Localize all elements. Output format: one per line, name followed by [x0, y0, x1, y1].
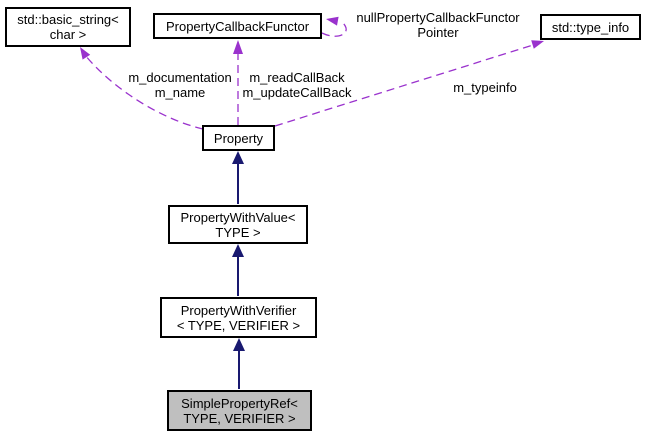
- edge-inheritance-pwvalue-property: [232, 151, 244, 204]
- arrowhead-usage-typeinfo: [531, 40, 544, 49]
- node-std-basic-string[interactable]: std::basic_string< char >: [5, 7, 131, 47]
- edge-usage-documentation: [84, 54, 204, 130]
- edge-inheritance-pwverifier-pwvalue: [232, 244, 244, 296]
- node-property-with-value[interactable]: PropertyWithValue< TYPE >: [168, 205, 308, 244]
- node-property-with-verifier[interactable]: PropertyWithVerifier < TYPE, VERIFIER >: [160, 297, 317, 338]
- arrowhead-inheritance-1: [232, 151, 244, 164]
- edge-label-typeinfo: m_typeinfo: [453, 80, 517, 95]
- node-property-callback-functor[interactable]: PropertyCallbackFunctor: [153, 13, 322, 39]
- arrowhead-inheritance-3: [233, 338, 245, 351]
- edge-label-null-callback-pointer: nullPropertyCallbackFunctor Pointer: [356, 10, 520, 40]
- arrowhead-usage-callbacks: [233, 40, 243, 54]
- edge-inheritance-simpleref-pwverifier: [233, 338, 245, 389]
- edge-label-read-update-callbacks: m_readCallBack m_updateCallBack: [242, 70, 352, 100]
- node-simple-property-ref-focus: SimplePropertyRef< TYPE, VERIFIER >: [167, 390, 312, 431]
- arrowhead-inheritance-2: [232, 244, 244, 257]
- node-property[interactable]: Property: [202, 125, 275, 151]
- edge-usage-null-pointer-self-loop: [321, 21, 347, 37]
- arrowhead-usage-documentation: [80, 47, 91, 60]
- arrowhead-usage-null-pointer: [326, 16, 339, 26]
- node-std-type-info[interactable]: std::type_info: [540, 14, 641, 40]
- edge-label-documentation-name: m_documentation m_name: [128, 70, 232, 100]
- edge-usage-typeinfo: [274, 44, 534, 127]
